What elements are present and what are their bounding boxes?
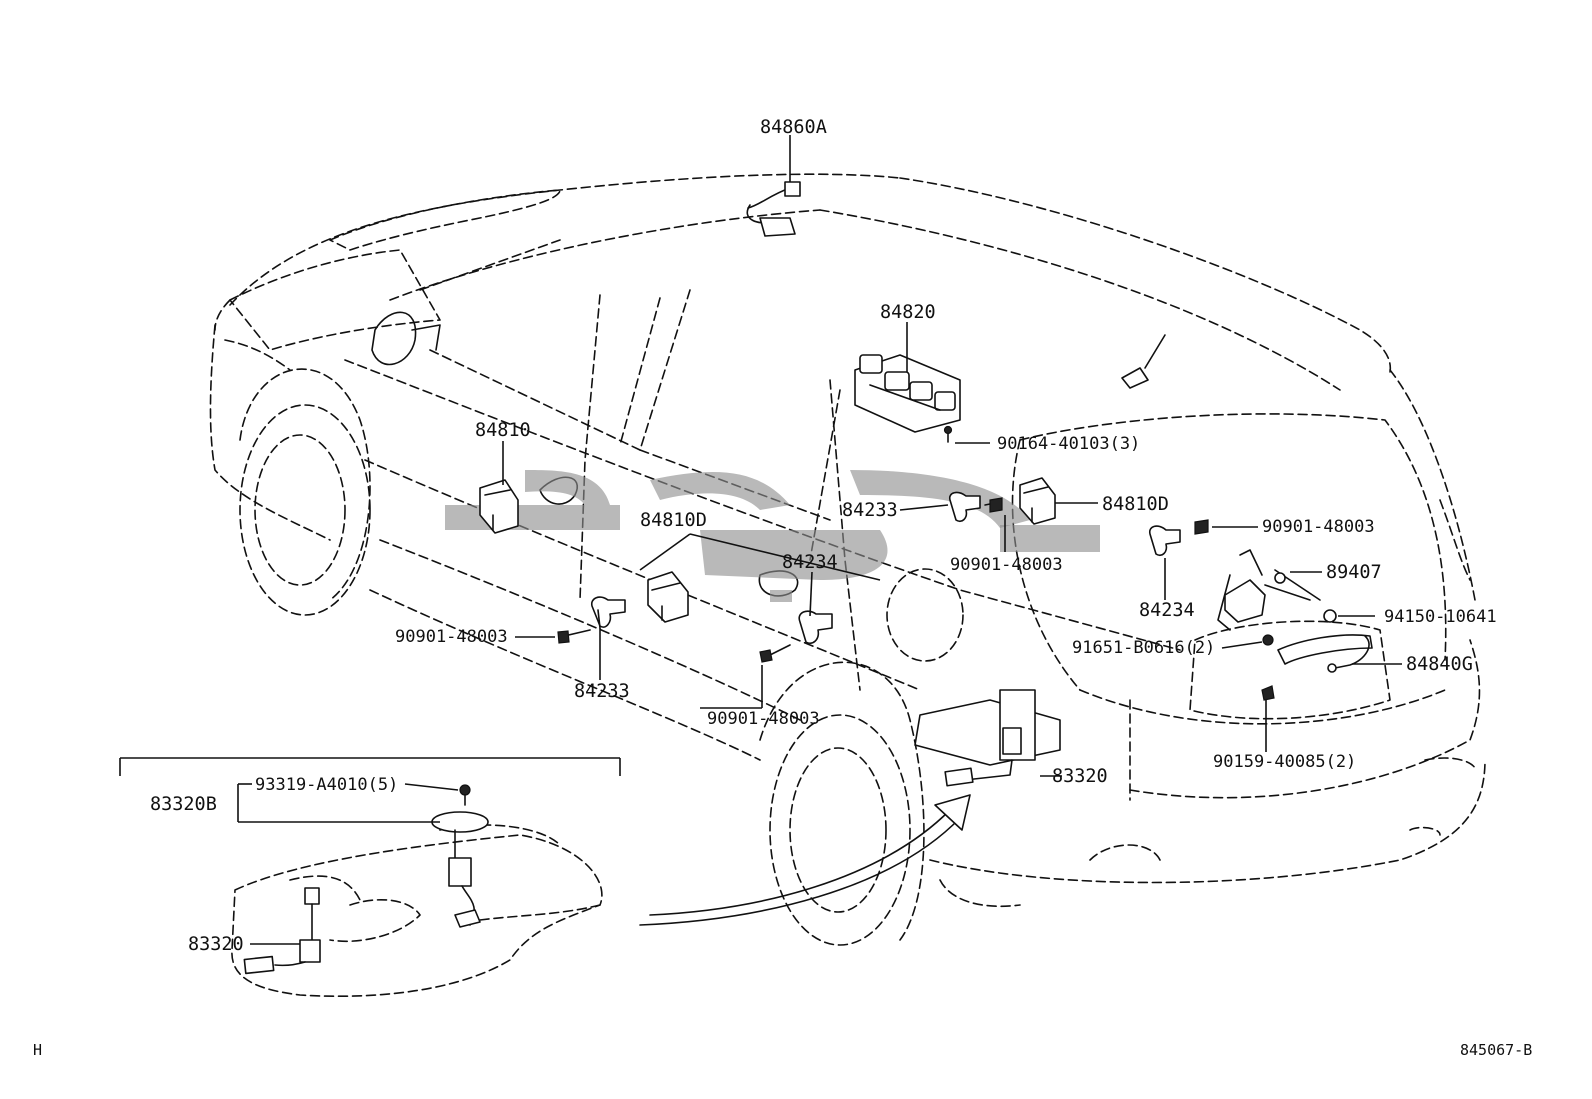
label-84820: 84820	[880, 302, 936, 323]
label-91651-B0616: 91651-B0616(2)	[1072, 638, 1215, 658]
corner-code-left: H	[33, 1041, 42, 1059]
label-83320-tank: 83320	[188, 934, 244, 955]
label-89407: 89407	[1326, 562, 1382, 583]
label-90159-40085: 90159-40085(2)	[1213, 752, 1356, 772]
power-window-master-switch	[854, 354, 961, 443]
courtesy-switch-center	[759, 610, 833, 663]
label-94150-10641: 94150-10641	[1384, 607, 1497, 627]
height-control-sensor	[1217, 549, 1337, 631]
fuel-sender-gauge-car	[914, 689, 1061, 787]
label-90164-40103: 90164-40103(3)	[997, 434, 1140, 454]
label-84234-center: 84234	[782, 552, 838, 573]
leader-lines	[119, 135, 1402, 945]
label-84233-right: 84233	[842, 500, 898, 521]
label-84234-right: 84234	[1139, 600, 1195, 621]
window-switch-front	[479, 479, 519, 534]
part-labels: 84860A 84820 90164-40103(3) 84810 84810D…	[33, 117, 1532, 1059]
label-84860A: 84860A	[760, 117, 827, 138]
label-84810: 84810	[475, 420, 531, 441]
courtesy-switch-right	[948, 491, 1003, 523]
watermark-logo	[445, 470, 1100, 602]
window-switch-rear-left	[647, 571, 689, 623]
label-84233-left: 84233	[574, 681, 630, 702]
diagram-number: 845067-B	[1460, 1041, 1532, 1059]
courtesy-switch-rear	[1148, 519, 1209, 557]
label-90901-48003-right-top: 90901-48003	[1262, 517, 1375, 537]
label-84810D-right: 84810D	[1102, 494, 1169, 515]
courtesy-switch-left	[557, 596, 626, 644]
label-84810D-left: 84810D	[640, 510, 707, 531]
label-90901-48003-center: 90901-48003	[707, 709, 820, 729]
label-83320-car: 83320	[1052, 766, 1108, 787]
label-84840G: 84840G	[1406, 654, 1473, 675]
label-90901-48003-left: 90901-48003	[395, 627, 508, 647]
car-body-outline	[209, 173, 1486, 946]
label-90901-48003-right-mid: 90901-48003	[950, 555, 1063, 575]
mirror-switch-connector	[746, 181, 801, 237]
label-83320B: 83320B	[150, 794, 217, 815]
window-switch-rear-right	[1019, 477, 1056, 525]
back-door-switch	[1261, 634, 1373, 701]
detail-arrow	[639, 794, 971, 926]
label-93319-A4010: 93319-A4010(5)	[255, 775, 398, 795]
fuel-tank-inset	[231, 784, 603, 997]
